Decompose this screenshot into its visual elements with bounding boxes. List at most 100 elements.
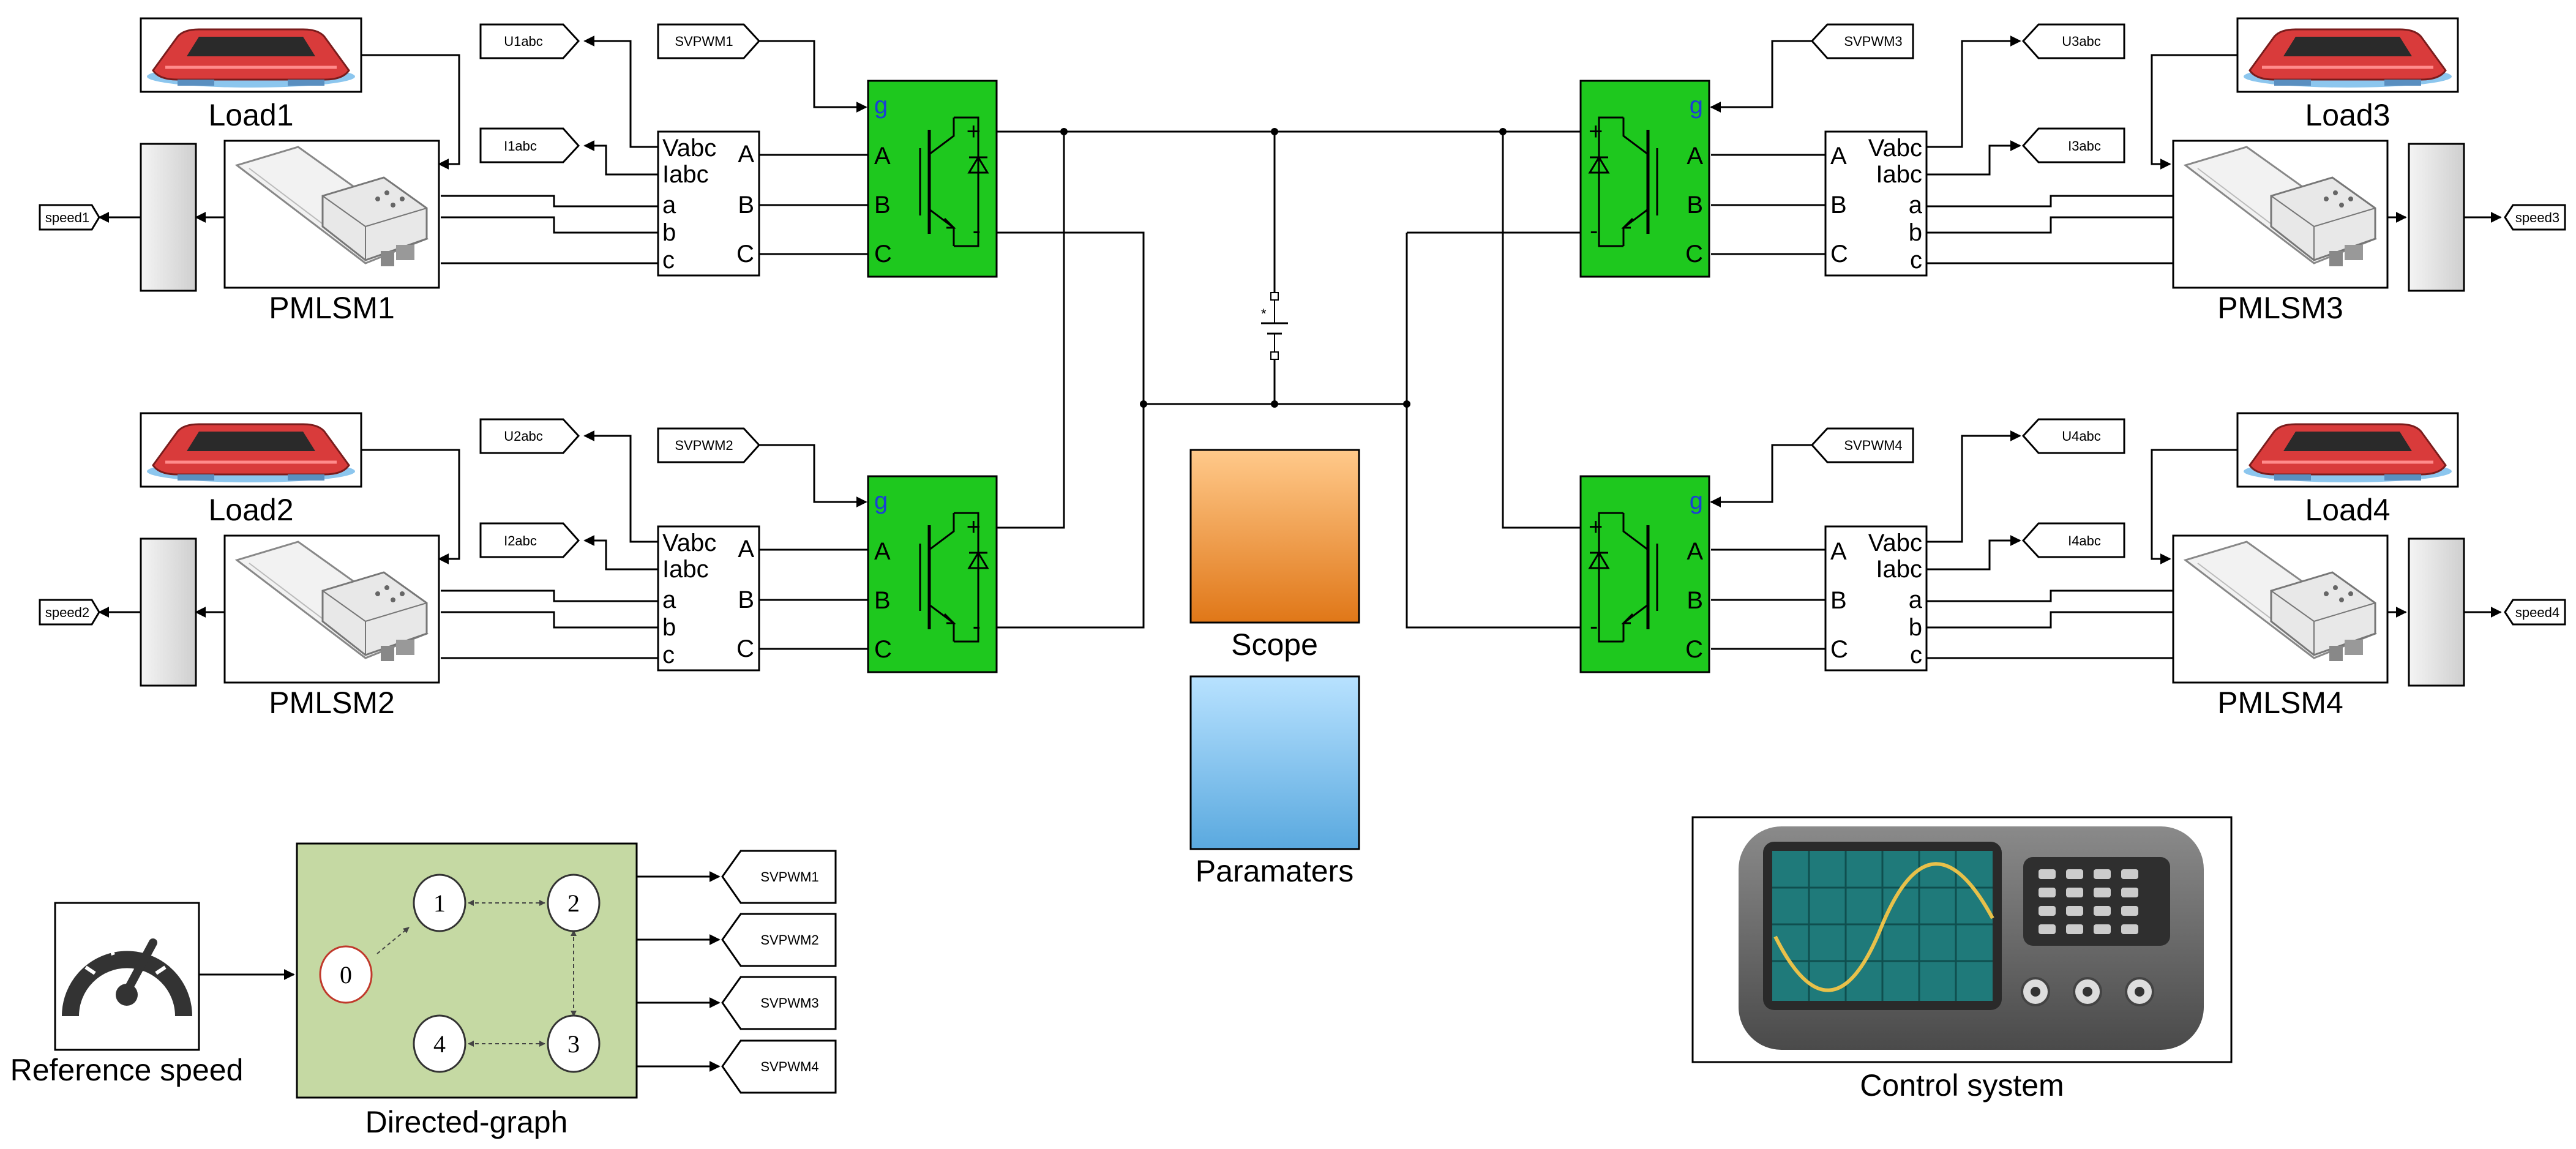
svpwm4-from-tag[interactable]: SVPWM4: [1810, 427, 1914, 463]
reference-speed-block[interactable]: [54, 902, 200, 1051]
meas1-B: B: [738, 192, 754, 219]
speed2-tag-text: speed2: [45, 605, 89, 620]
meas3-C: C: [1830, 241, 1848, 268]
svpwm3-from-tag[interactable]: SVPWM3: [1810, 23, 1914, 59]
inverter1-block[interactable]: g A B C + -: [868, 81, 997, 277]
speed3-sensor-block[interactable]: [2408, 143, 2465, 292]
svg-text:2: 2: [567, 889, 580, 917]
directed-graph-block[interactable]: 0 1 2 3 4: [296, 842, 638, 1099]
meas1-C: C: [736, 241, 754, 268]
i2abc-tag[interactable]: I2abc: [479, 522, 580, 558]
meas4-a: a: [1909, 586, 1923, 613]
u1abc-tag[interactable]: U1abc: [479, 23, 580, 59]
inv3-plus: +: [1589, 118, 1603, 145]
speed4-sensor-block[interactable]: [2408, 537, 2465, 687]
load2-icon[interactable]: [141, 413, 361, 487]
speed3-tag[interactable]: speed3: [2504, 204, 2566, 231]
control-system-label: Control system: [1860, 1068, 2064, 1102]
i3abc-tag[interactable]: I3abc: [2021, 127, 2125, 163]
svpwm4-from-text: SVPWM4: [1844, 438, 1902, 453]
meas1-vabc: Vabc: [662, 135, 716, 162]
load2-label: Load2: [208, 493, 293, 527]
graph-node-1: 1: [413, 874, 466, 932]
inv4-C: C: [1685, 636, 1703, 663]
inv2-minus: -: [973, 613, 981, 640]
svpwm3-goto-text: SVPWM3: [760, 995, 818, 1011]
inv2-plus: +: [967, 514, 981, 541]
meas2-b: b: [662, 614, 676, 641]
measurement4-block[interactable]: A B C Vabc Iabc a b c: [1824, 525, 1928, 672]
scope-block[interactable]: [1189, 449, 1360, 624]
i4abc-tag[interactable]: I4abc: [2021, 522, 2125, 558]
inv4-g: g: [1690, 487, 1703, 514]
svg-text:0: 0: [340, 961, 352, 989]
svpwm1-goto-tag[interactable]: SVPWM1: [721, 850, 837, 904]
speed1-tag[interactable]: speed1: [39, 204, 100, 231]
measurement2-block[interactable]: Vabc Iabc A B C a b c: [657, 525, 760, 672]
speed4-tag[interactable]: speed4: [2504, 599, 2566, 626]
graph-node-4: 4: [413, 1014, 466, 1073]
graph-node-0: 0: [319, 945, 373, 1004]
svpwm2-goto-tag[interactable]: SVPWM2: [721, 913, 837, 967]
parameters-block[interactable]: [1189, 675, 1360, 850]
svg-text:3: 3: [567, 1030, 580, 1058]
pmlsm3-block[interactable]: [2172, 140, 2389, 289]
u3abc-tag[interactable]: U3abc: [2021, 23, 2125, 59]
u4abc-tag[interactable]: U4abc: [2021, 418, 2125, 454]
u4abc-text: U4abc: [2062, 429, 2101, 444]
meas2-iabc: Iabc: [662, 556, 709, 583]
control-system-block[interactable]: [1691, 816, 2233, 1063]
speed2-tag[interactable]: speed2: [39, 599, 100, 626]
load1-label: Load1: [208, 98, 293, 132]
meas4-C: C: [1830, 636, 1848, 663]
i3abc-text: I3abc: [2068, 138, 2101, 154]
inv3-g: g: [1690, 92, 1703, 119]
svg-text:*: *: [1261, 306, 1267, 321]
inv4-plus: +: [1589, 514, 1603, 541]
inv3-A: A: [1687, 143, 1703, 170]
inverter4-block[interactable]: + - g A B C: [1581, 476, 1709, 672]
meas3-iabc: Iabc: [1876, 161, 1922, 188]
svpwm2-from-text: SVPWM2: [675, 438, 733, 453]
pmlsm3-label: PMLSM3: [2217, 291, 2343, 325]
svpwm2-from-tag[interactable]: SVPWM2: [657, 427, 761, 463]
pmlsm1-block[interactable]: [223, 140, 440, 289]
load3-icon[interactable]: [2237, 18, 2458, 92]
svpwm1-from-tag[interactable]: SVPWM1: [657, 23, 761, 59]
dc-voltage-source[interactable]: *: [1261, 292, 1288, 360]
measurement1-block[interactable]: Vabc Iabc A B C a b c: [657, 130, 760, 277]
inv3-B: B: [1687, 192, 1703, 219]
pmlsm4-block[interactable]: [2172, 534, 2389, 684]
scope-label: Scope: [1231, 627, 1318, 662]
meas3-a: a: [1909, 192, 1923, 219]
u2abc-tag[interactable]: U2abc: [479, 418, 580, 454]
svpwm3-from-text: SVPWM3: [1844, 34, 1902, 49]
inv1-B: B: [874, 192, 891, 219]
inv2-A: A: [874, 538, 891, 565]
svg-text:1: 1: [433, 889, 446, 917]
load4-label: Load4: [2305, 493, 2390, 527]
pmlsm2-block[interactable]: [223, 534, 440, 684]
directed-graph-label: Directed-graph: [365, 1105, 568, 1139]
inverter3-block[interactable]: + - g A B C: [1581, 81, 1709, 277]
i1abc-tag[interactable]: I1abc: [479, 127, 580, 163]
u2abc-text: U2abc: [504, 429, 543, 444]
inv1-plus: +: [967, 118, 981, 145]
meas3-A: A: [1830, 143, 1847, 170]
meas2-C: C: [736, 635, 754, 662]
speed2-sensor-block[interactable]: [140, 537, 197, 687]
meas4-A: A: [1830, 538, 1847, 565]
svpwm4-goto-tag[interactable]: SVPWM4: [721, 1039, 837, 1094]
meas3-c: c: [1910, 247, 1922, 274]
meas4-c: c: [1910, 642, 1922, 668]
speed1-sensor-block[interactable]: [140, 143, 197, 292]
meas4-b: b: [1909, 614, 1922, 641]
meas2-c: c: [662, 642, 675, 668]
load1-icon[interactable]: [141, 18, 361, 92]
load4-icon[interactable]: [2237, 413, 2458, 487]
graph-node-2: 2: [547, 874, 601, 932]
svpwm3-goto-tag[interactable]: SVPWM3: [721, 976, 837, 1030]
measurement3-block[interactable]: A B C Vabc Iabc a b c: [1824, 130, 1928, 277]
inverter2-block[interactable]: g A B C + -: [868, 476, 997, 672]
speed1-tag-text: speed1: [45, 210, 89, 225]
